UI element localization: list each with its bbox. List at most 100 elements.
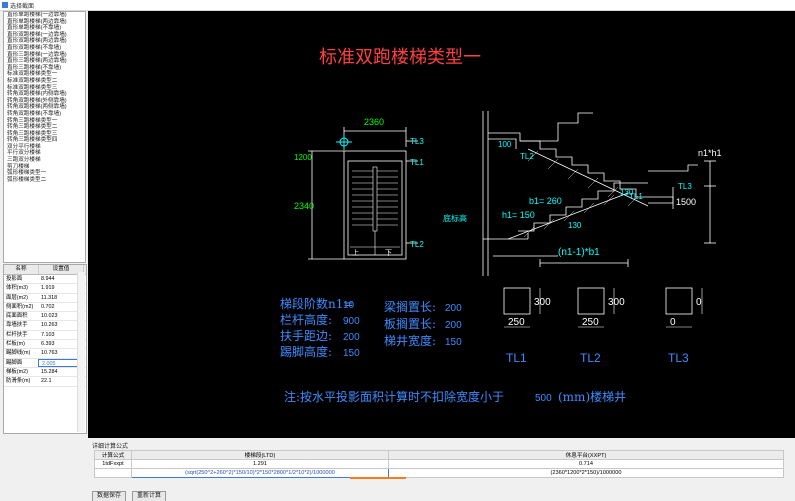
property-name: 栏杆扶手	[6, 331, 28, 338]
tree-item[interactable]: 双分平行楼梯	[7, 143, 41, 150]
dim-sec-130b: 130	[568, 221, 582, 230]
note-value: 500	[535, 393, 552, 404]
property-value[interactable]: 8.944	[41, 276, 55, 282]
property-row[interactable]: 踢脚线(m)10.763	[4, 349, 86, 359]
beam-outline	[577, 287, 605, 315]
property-name: 踢脚面	[6, 359, 23, 366]
label-base-elevation: 底标高	[443, 213, 467, 223]
property-row[interactable]: 梯板(m2)15.284	[4, 368, 86, 378]
cad-canvas: 标准双跑楼梯类型一	[88, 11, 795, 438]
calc-col-formula: 计算公式	[94, 450, 132, 460]
calc-col-xxpt: 休息平台(XXPT)	[388, 450, 784, 460]
property-row[interactable]: 栏板(m)6.393	[4, 340, 86, 350]
dim-h1: h1= 150	[502, 210, 535, 220]
param-value: 200	[445, 320, 462, 331]
col-value-header: 设置值	[39, 265, 84, 274]
tree-item[interactable]: 直形双跑楼梯(一边靠墙)	[7, 31, 67, 38]
property-value[interactable]: 10.263	[41, 322, 58, 329]
property-value[interactable]: 0.702	[41, 303, 55, 310]
tree-item[interactable]: 转角双跑楼梯(外侧靠墙)	[7, 97, 67, 104]
property-value[interactable]: 11.318	[41, 294, 58, 301]
param-label: 梁搁置长:	[384, 299, 436, 314]
beam-height: 300	[608, 297, 625, 308]
property-row[interactable]: 体积(m3)1.919	[4, 284, 86, 294]
beam-section	[577, 287, 615, 328]
tree-item[interactable]: 直形三跑楼梯(不靠墙)	[7, 64, 62, 71]
calc-formula-panel: 详细计算公式 计算公式 楼梯段(LTD) 休息平台(XXPT) 1tdFxxpt…	[88, 440, 795, 488]
window-title: 选择截面	[10, 4, 35, 10]
tree-item[interactable]: 直形单跑楼梯(一边靠墙)	[7, 12, 67, 18]
tree-item[interactable]: 弧形楼梯类型二	[7, 176, 47, 183]
dim-sec-100: 100	[498, 140, 512, 149]
col-name-header: 名称	[4, 265, 39, 274]
property-value[interactable]: 15.284	[41, 368, 58, 375]
table-row[interactable]: (sqrt(250^2+260^2)*150/10)*2*150*2800*1/…	[94, 468, 784, 478]
tree-item[interactable]: 直形双跑楼梯(不靠墙)	[7, 44, 62, 51]
properties-scrollbar[interactable]	[77, 272, 85, 432]
property-value[interactable]: 6.393	[41, 341, 55, 348]
table-row[interactable]: 1tdFxxpt 1.291 0.714	[94, 459, 784, 469]
tree-item[interactable]: 转角三跑楼梯类型二	[7, 124, 58, 131]
beam-height: 0	[696, 297, 702, 308]
calc-cell[interactable]: 1.291	[131, 459, 389, 469]
note-text: 注:按水平投影面积计算时不扣除宽度小于	[284, 389, 504, 404]
tree-item[interactable]: 直形三跑楼梯(两边靠墙)	[7, 58, 67, 65]
beam-name: TL1	[506, 351, 527, 365]
property-value[interactable]: 22.1	[41, 378, 52, 385]
calc-cell[interactable]	[94, 468, 132, 478]
app-icon	[2, 2, 8, 8]
property-row[interactable]: 侧面积(m2)0.702	[4, 303, 86, 313]
tree-item[interactable]: 转角双跑楼梯(不靠墙)	[7, 110, 62, 117]
calc-label: 详细计算公式	[92, 444, 129, 450]
property-value[interactable]: 10.763	[41, 350, 58, 357]
param-label: 梯井宽度:	[384, 333, 436, 348]
calc-cell[interactable]: 1tdFxxpt	[94, 459, 132, 469]
tree-item[interactable]: 三跑双分楼梯	[7, 157, 41, 164]
dim-plan-width: 2360	[364, 117, 384, 127]
property-row[interactable]: 面层(m2)11.318	[4, 294, 86, 303]
tree-item[interactable]: 标准双跑楼梯类型一	[7, 71, 58, 78]
property-value[interactable]: 10.023	[41, 313, 58, 320]
tree-item[interactable]: 转角三跑楼梯类型四	[7, 137, 58, 144]
tree-item[interactable]: 直形双跑楼梯(两边靠墙)	[7, 38, 67, 45]
property-row[interactable]: 栏杆扶手 7.103	[4, 331, 86, 341]
tree-item[interactable]: 直形单跑楼梯(两边靠墙)	[7, 18, 67, 25]
dim-sec-1500: 1500	[676, 197, 696, 207]
dim-n1-b1: (n1-1)*b1	[558, 247, 600, 258]
tree-item[interactable]: 标准双跑楼梯类型三	[7, 84, 58, 91]
label-sec-tl1: TL1	[629, 192, 643, 201]
beam-name: TL3	[668, 351, 689, 365]
param-value: 150	[445, 337, 462, 348]
calc-formula-xxpt[interactable]: (2360*1200*2*150)/1000000	[388, 468, 784, 478]
tree-item[interactable]: 转角三跑楼梯类型一	[7, 117, 58, 124]
beam-outline	[503, 287, 531, 315]
tree-item[interactable]: 转角三跑楼梯类型三	[7, 130, 58, 137]
property-value[interactable]: 7.103	[41, 331, 55, 338]
save-data-button[interactable]: 数据保存	[92, 491, 127, 501]
tree-item[interactable]: 直形三跑楼梯(一边靠墙)	[7, 51, 67, 58]
tree-item[interactable]: 标准双跑楼梯类型二	[7, 77, 58, 84]
property-row[interactable]: 防滑条(m)22.1	[4, 377, 86, 387]
property-row[interactable]: 靠墙扶手 10.263	[4, 321, 86, 331]
plan-view	[308, 127, 418, 260]
stair-type-list[interactable]: 直形单跑楼梯(一边靠墙)直形单跑楼梯(两边靠墙)直形单跑楼梯(不靠墙)直形双跑楼…	[3, 11, 86, 263]
label-up: 上	[352, 248, 359, 257]
calc-table: 计算公式 楼梯段(LTD) 休息平台(XXPT) 1tdFxxpt 1.291 …	[94, 450, 784, 478]
tree-item[interactable]: 转角双跑楼梯(内侧靠墙)	[7, 91, 67, 98]
property-name: 靠墙扶手	[6, 322, 28, 329]
dim-plan-height: 2340	[294, 201, 314, 211]
tree-item[interactable]: 剪刀楼梯	[7, 163, 30, 170]
recalculate-button[interactable]: 重新计算	[132, 491, 167, 501]
tree-item[interactable]: 平行双分楼梯	[7, 150, 41, 157]
property-value[interactable]: 1.919	[41, 285, 55, 292]
beam-outline	[665, 287, 693, 315]
crosshair-cursor	[336, 134, 352, 150]
tree-item[interactable]: 弧形楼梯类型一	[7, 170, 47, 177]
calc-cell[interactable]: 0.714	[388, 459, 784, 469]
tree-item[interactable]: 直形单跑楼梯(不靠墙)	[7, 25, 62, 32]
tree-item[interactable]: 转角双跑楼梯(两侧靠墙)	[7, 104, 67, 111]
